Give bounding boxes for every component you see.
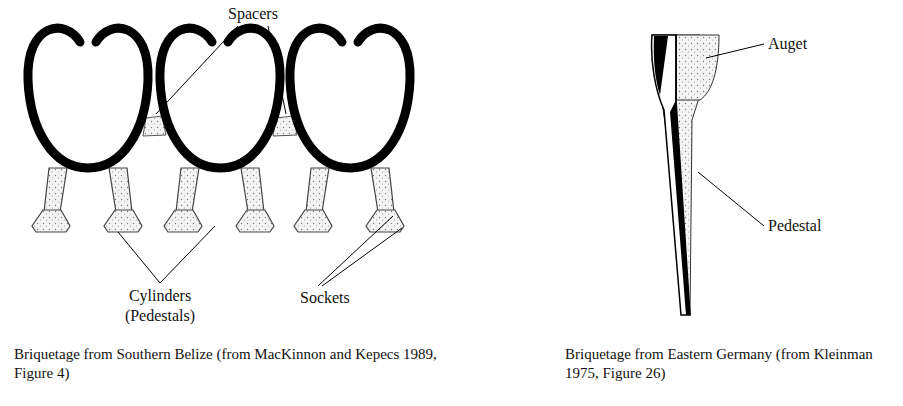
part-label: Auget — [768, 34, 838, 54]
cylinder — [371, 168, 394, 212]
socket — [236, 210, 274, 232]
auget-wall — [654, 36, 668, 95]
cylinder — [241, 168, 264, 212]
part-label: Pedestal — [768, 216, 858, 236]
pedestal-wall — [670, 100, 690, 315]
socket — [164, 210, 202, 232]
socket — [294, 210, 332, 232]
leader-lines — [698, 44, 764, 226]
socket — [32, 210, 70, 232]
vessel — [290, 28, 410, 168]
cylinder — [44, 168, 67, 212]
part-label: Cylinders (Pedestals) — [115, 286, 205, 326]
auget-section — [652, 35, 690, 315]
part-label: Sockets — [300, 288, 370, 308]
leader-lines — [118, 26, 402, 286]
figure-caption: Briquetage from Eastern Germany (from Kl… — [565, 345, 895, 383]
cylinder — [306, 168, 329, 212]
vessel — [160, 28, 280, 168]
auget — [676, 35, 719, 100]
socket — [366, 210, 404, 232]
figure-caption: Briquetage from Southern Belize (from Ma… — [14, 345, 454, 383]
cylinder — [176, 168, 199, 212]
cylinder — [109, 168, 132, 212]
vessel — [28, 28, 148, 168]
socket — [104, 210, 142, 232]
part-label: Spacers — [213, 4, 293, 24]
